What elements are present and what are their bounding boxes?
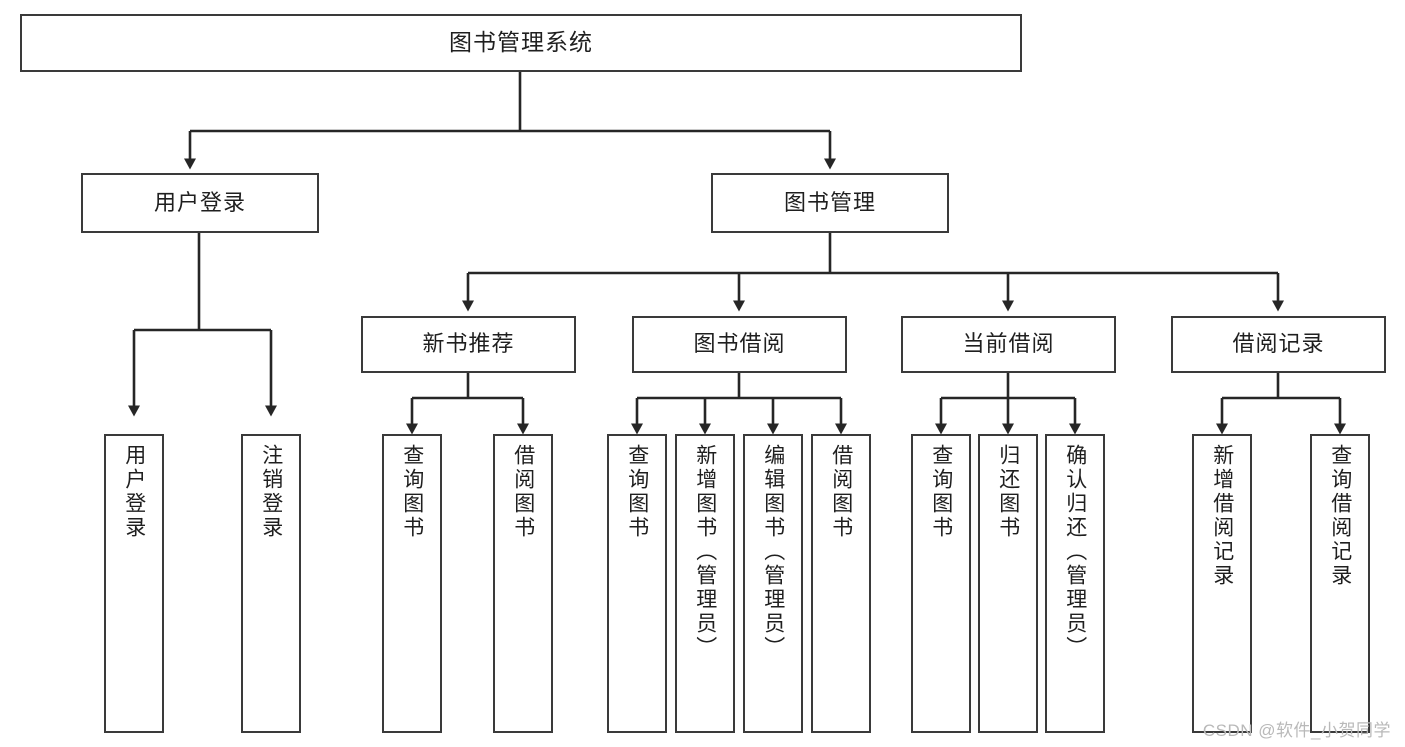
leaf-label: 新增图书（管理员）	[693, 444, 717, 660]
leaf-label: 注销登录	[259, 444, 283, 540]
leaf-label: 新增借阅记录	[1210, 444, 1234, 588]
leaf-logout-login[interactable]: 注销登录	[241, 434, 301, 733]
node-label: 用户登录	[153, 189, 246, 215]
node-book-management[interactable]: 图书管理	[711, 173, 949, 233]
node-user-login[interactable]: 用户登录	[81, 173, 319, 233]
watermark-text: CSDN @软件_小贺同学	[1202, 721, 1391, 740]
leaf-label: 查询图书	[929, 444, 953, 540]
leaf-edit-book-admin[interactable]: 编辑图书（管理员）	[743, 434, 803, 733]
leaf-label: 查询借阅记录	[1328, 444, 1352, 588]
node-label: 借阅记录	[1232, 331, 1325, 357]
node-label: 图书管理系统	[449, 29, 593, 56]
node-borrow-record[interactable]: 借阅记录	[1171, 316, 1386, 373]
leaf-confirm-return-admin[interactable]: 确认归还（管理员）	[1045, 434, 1105, 733]
leaf-return-book[interactable]: 归还图书	[978, 434, 1038, 733]
leaf-add-borrow-record[interactable]: 新增借阅记录	[1192, 434, 1252, 733]
leaf-label: 借阅图书	[511, 444, 535, 540]
leaf-label: 归还图书	[996, 444, 1020, 540]
node-label: 当前借阅	[962, 331, 1055, 357]
leaf-query-borrow-record[interactable]: 查询借阅记录	[1310, 434, 1370, 733]
leaf-query-book-1[interactable]: 查询图书	[382, 434, 442, 733]
node-current-borrow[interactable]: 当前借阅	[901, 316, 1116, 373]
node-root-book-management-system[interactable]: 图书管理系统	[20, 14, 1022, 72]
node-label: 新书推荐	[422, 331, 515, 357]
leaf-borrow-book-2[interactable]: 借阅图书	[811, 434, 871, 733]
leaf-label: 用户登录	[122, 444, 146, 540]
node-book-borrow[interactable]: 图书借阅	[632, 316, 847, 373]
node-label: 图书借阅	[693, 331, 786, 357]
node-new-book-recommend[interactable]: 新书推荐	[361, 316, 576, 373]
leaf-query-book-2[interactable]: 查询图书	[607, 434, 667, 733]
leaf-user-login[interactable]: 用户登录	[104, 434, 164, 733]
leaf-label: 借阅图书	[829, 444, 853, 540]
leaf-label: 编辑图书（管理员）	[761, 444, 785, 660]
leaf-borrow-book-1[interactable]: 借阅图书	[493, 434, 553, 733]
leaf-label: 查询图书	[400, 444, 424, 540]
leaf-label: 查询图书	[625, 444, 649, 540]
node-label: 图书管理	[783, 189, 876, 215]
leaf-query-book-3[interactable]: 查询图书	[911, 434, 971, 733]
leaf-label: 确认归还（管理员）	[1063, 444, 1087, 660]
leaf-add-book-admin[interactable]: 新增图书（管理员）	[675, 434, 735, 733]
